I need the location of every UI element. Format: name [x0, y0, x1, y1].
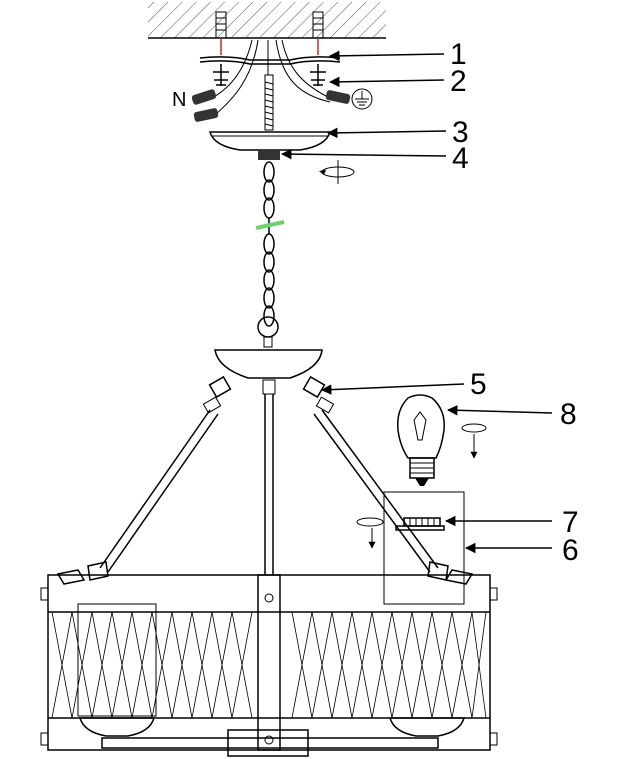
wire-nut-left-top	[191, 89, 217, 105]
rotate-arrow-icon	[461, 423, 487, 459]
wall-anchor-left	[215, 11, 227, 55]
callout-1: 1	[450, 38, 467, 71]
lattice-pattern	[51, 611, 487, 719]
lattice-line	[191, 611, 213, 719]
support-arm-right	[313, 409, 439, 573]
bottom-crossbar	[101, 729, 439, 757]
detail-box	[383, 491, 465, 605]
callout-6: 6	[562, 534, 579, 567]
light-bulb-icon	[396, 394, 445, 486]
callout-4: 4	[452, 142, 469, 175]
lattice-line	[411, 611, 433, 719]
ceiling-canopy	[209, 131, 331, 151]
callout-2: 2	[450, 65, 467, 98]
ground-icon	[351, 88, 373, 110]
lattice-line	[311, 611, 333, 719]
lattice-line	[331, 611, 353, 719]
drum-shade	[40, 574, 498, 751]
lattice-line	[371, 611, 393, 719]
mounting-bar	[199, 56, 341, 65]
arm-clip-left	[56, 561, 109, 585]
callout-3: 3	[452, 116, 469, 149]
lattice-line	[471, 611, 487, 719]
arm-joint-left	[202, 375, 232, 414]
wire-nut-right	[325, 90, 351, 104]
wires	[211, 39, 331, 116]
callout-8: 8	[560, 398, 577, 431]
screw-left	[213, 64, 229, 86]
rotate-arrow-icon	[356, 517, 384, 549]
lattice-line	[291, 611, 313, 719]
lattice-line	[91, 611, 113, 719]
lattice-line	[51, 611, 73, 719]
rotate-arrow-icon	[319, 160, 355, 184]
lattice-line	[231, 611, 253, 719]
support-arm-left	[99, 409, 219, 573]
candle-cup-left	[77, 603, 157, 737]
arm-clip-right	[427, 561, 474, 585]
callout-7: 7	[562, 506, 579, 539]
chain	[263, 161, 275, 327]
lattice-line	[351, 611, 373, 719]
leader-lines	[280, 50, 553, 554]
center-rod	[262, 379, 276, 575]
callout-5: 5	[470, 368, 487, 401]
wire-nut-left-bottom	[193, 108, 219, 122]
lattice-line	[131, 611, 153, 719]
lattice-line	[71, 611, 93, 719]
lattice-line	[171, 611, 193, 719]
threaded-rod	[264, 74, 274, 131]
fixture-top-canopy	[214, 349, 323, 379]
arm-joint-right	[302, 375, 335, 414]
lattice-line	[211, 611, 233, 719]
ground-wire-tie	[255, 220, 285, 230]
candle-cup-right	[389, 717, 465, 737]
ceiling	[148, 2, 386, 39]
neutral-wire-label: N	[172, 89, 186, 111]
lattice-line	[391, 611, 413, 719]
hook-ring	[257, 316, 279, 348]
locking-nut	[258, 150, 280, 160]
lattice-line	[151, 611, 173, 719]
socket-ring	[395, 517, 445, 531]
wall-anchor-right	[312, 11, 324, 55]
screw-right	[310, 64, 326, 86]
lattice-line	[111, 611, 133, 719]
lattice-line	[431, 611, 453, 719]
lattice-line	[451, 611, 473, 719]
